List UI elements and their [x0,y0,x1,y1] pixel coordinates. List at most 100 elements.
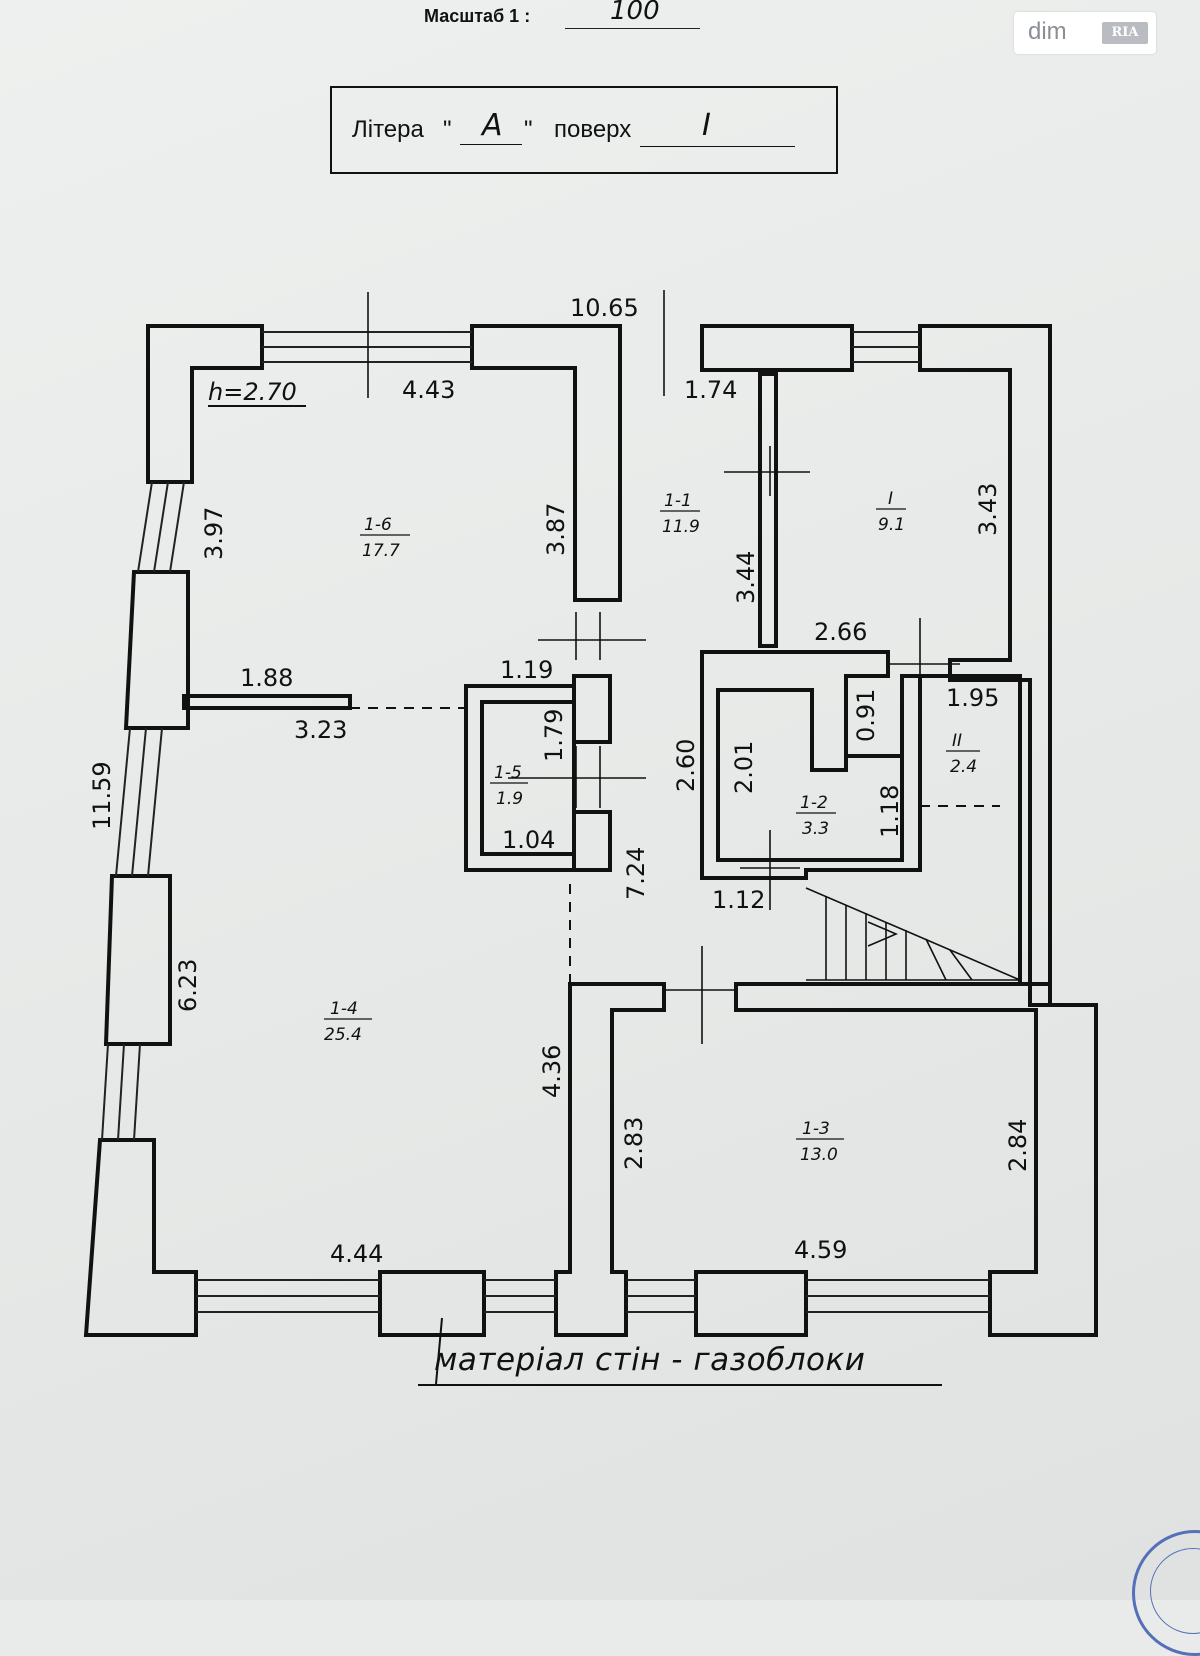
pier-mid-1 [572,674,612,744]
dim-1-19: 1.19 [500,656,553,684]
wall-material-note: матеріал стін - газоблоки [434,1342,866,1378]
room-1-1-area: 11.9 [662,517,700,537]
room-1-6-id: 1-6 [364,515,392,535]
dim-2-66: 2.66 [814,618,867,646]
stair-outline [805,887,1021,981]
dim-3-23: 3.23 [294,716,347,744]
outer-wall [146,324,264,484]
dim-ceiling: h=2.70 [208,378,297,406]
room-1-2-area: 3.3 [802,819,829,839]
dim-6-23: 6.23 [174,959,202,1012]
window-left-3c [133,1043,141,1141]
pier-mid-2 [572,810,612,872]
right-wall-bottom [734,982,1098,1337]
window-left-2b [131,727,147,877]
window-left-1b [153,481,169,573]
quote-close: " [524,116,533,143]
dim-2-01: 2.01 [730,741,758,794]
dim-overall-width: 10.65 [570,294,639,322]
room-1-6-area: 17.7 [362,541,400,561]
dim-3-43: 3.43 [974,483,1002,536]
stair-arrow [867,921,899,947]
stair-step-6 [925,938,947,981]
dim-1-79: 1.79 [540,709,568,762]
outer-wall-top-mid [470,324,622,602]
left-wall-pier-1 [123,570,190,730]
window-left-3b [117,1043,125,1141]
dim-0-91: 0.91 [852,689,880,742]
room-I-id: І [888,489,893,509]
dim-1-88: 1.88 [240,664,293,692]
dim-2-84: 2.84 [1004,1119,1032,1172]
dim-1-18: 1.18 [876,785,904,838]
stair-wall [700,650,1032,986]
room-1-1-id: 1-1 [664,491,692,511]
quote-open: " [443,116,452,143]
room-1-3-id: 1-3 [802,1119,830,1139]
left-wall-pier-2 [103,874,172,1046]
scale-underline [565,28,700,29]
litera-label: Літера [352,116,424,143]
note-leader [435,1317,443,1385]
staircase [805,887,1021,981]
scale-label: Масштаб 1 : [424,6,531,26]
room-II-area: 2.4 [950,757,977,777]
walls [83,324,1098,1337]
dimria-logo[interactable]: dim RIA [1014,12,1156,54]
window-left-2 [115,727,131,877]
scale-row: Масштаб 1 : 100 [420,0,720,32]
dashed-separators [350,707,1000,984]
bottom-wall-pier-2 [694,1270,808,1337]
window-left-3 [101,1043,109,1141]
logo-brand: dim [1028,18,1067,45]
dim-overall-height: 11.59 [88,761,116,830]
dim-3-87: 3.87 [542,503,570,556]
room-1-4-area: 25.4 [324,1025,362,1045]
windows [101,331,990,1313]
dim-3-44: 3.44 [732,551,760,604]
room-I-area: 9.1 [878,515,905,535]
dim-1-95: 1.95 [946,684,999,712]
floor-underline [640,146,795,147]
stair-inner-core [716,688,904,862]
partition-1-6 [182,694,352,710]
litera-value: А [482,108,503,143]
window-left-1c [169,481,185,573]
room-1-3-area: 13.0 [800,1145,838,1165]
logo-ria-badge: RIA [1102,22,1148,44]
partition-1-1 [758,372,778,648]
floor-value: І [702,108,711,143]
window-left-2c [147,727,163,877]
wall-material-underline [418,1384,942,1386]
room-II-id: ІІ [952,731,962,751]
room-1-5-id: 1-5 [494,763,522,783]
room-1-2-id: 1-2 [800,793,828,813]
dim-7-24: 7.24 [622,847,650,900]
litera-underline [460,144,522,145]
title-box: Літера " А " поверх І [330,86,838,174]
bottom-wall-mid [554,982,666,1337]
dim-3-97: 3.97 [200,507,228,560]
dim-4-44: 4.44 [330,1240,383,1268]
room-1-4-id: 1-4 [330,999,358,1019]
room-labels: 1-6 17.7 1-1 11.9 І 9.1 ІІ 2.4 1-5 1.9 1… [324,489,980,1165]
bottom-wall-pier [378,1270,486,1337]
door-markers [367,290,960,1044]
window-left-1 [137,481,153,573]
room-1-5-area: 1.9 [496,789,523,809]
dim-2-83: 2.83 [620,1117,648,1170]
left-wall-bottom [83,1138,198,1337]
floor-label: поверх [554,116,632,143]
dim-1-04: 1.04 [502,826,555,854]
stair-step-7 [949,949,973,981]
dim-1-74: 1.74 [684,376,737,404]
dim-4-36: 4.36 [538,1045,566,1098]
dim-1-12: 1.12 [712,886,765,914]
dim-2-60: 2.60 [672,739,700,792]
outer-wall-top-right-block [700,324,854,372]
dim-4-59: 4.59 [794,1236,847,1264]
dimension-labels: 10.65 h=2.70 4.43 1.74 3.97 3.87 3.44 3.… [88,294,1032,1268]
scale-value: 100 [610,0,660,26]
dim-4-43: 4.43 [402,376,455,404]
floor-plan: 10.65 h=2.70 4.43 1.74 3.97 3.87 3.44 3.… [83,290,1098,1385]
